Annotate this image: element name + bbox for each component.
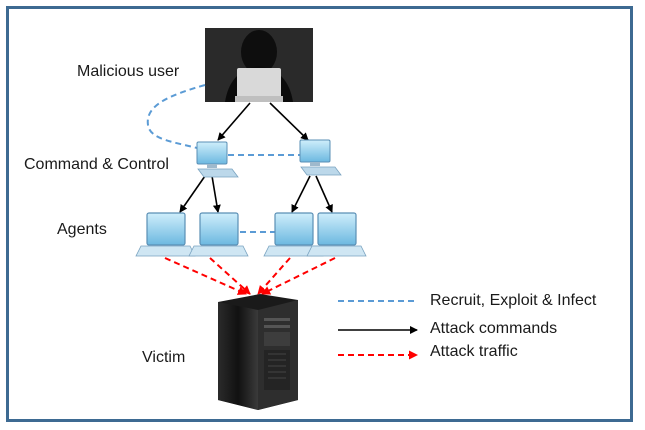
cc-computer-left-icon bbox=[196, 141, 239, 178]
traffic-arrows bbox=[164, 257, 336, 295]
malicious-user-label: Malicious user bbox=[77, 63, 180, 80]
agent-laptop-1-icon bbox=[135, 212, 196, 257]
legend-traffic-label: Attack traffic bbox=[430, 343, 518, 360]
agents-label: Agents bbox=[57, 221, 107, 238]
command-arrows bbox=[179, 102, 333, 213]
legend-commands-label: Attack commands bbox=[430, 320, 558, 337]
cc-computer-right-icon bbox=[299, 139, 342, 176]
legend-recruit-label: Recruit, Exploit & Infect bbox=[430, 292, 597, 309]
legend-swatches bbox=[338, 300, 418, 360]
victim-label: Victim bbox=[142, 349, 186, 366]
agent-laptop-2-icon bbox=[188, 212, 249, 257]
agent-laptop-4-icon bbox=[306, 212, 367, 257]
malicious-user-image bbox=[205, 28, 313, 102]
recruit-lines bbox=[146, 84, 300, 233]
victim-server-icon bbox=[218, 294, 298, 410]
command-control-label: Command & Control bbox=[24, 156, 169, 173]
